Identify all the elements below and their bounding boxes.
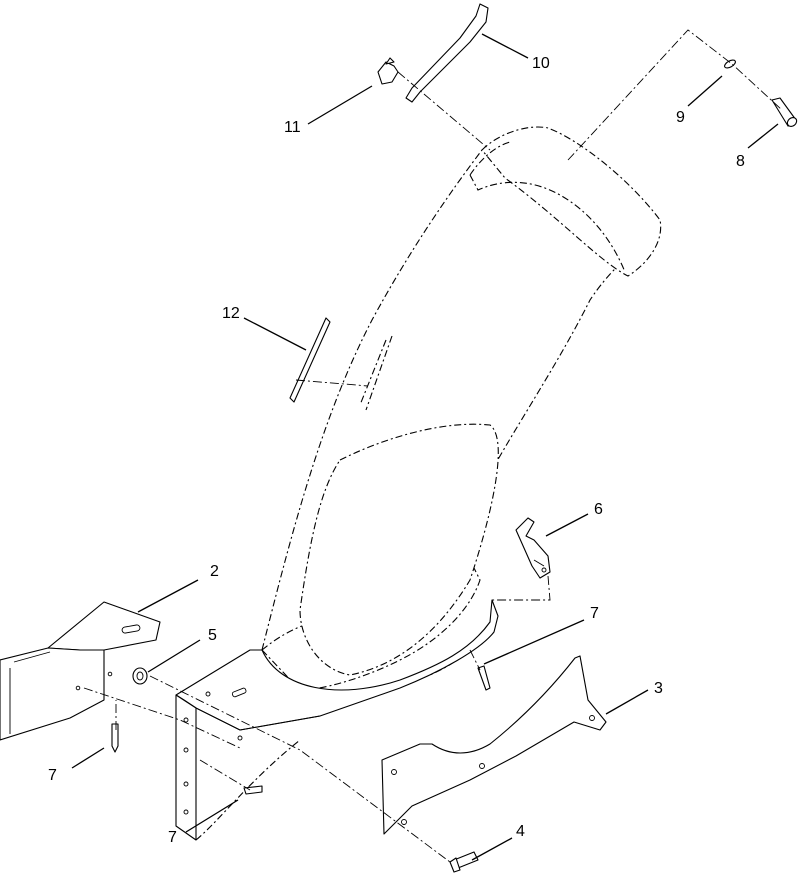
- callout-6: 6: [594, 501, 603, 518]
- part-8-bolt: [771, 97, 798, 127]
- callout-9: 9: [676, 109, 685, 126]
- assembly-lines: [83, 29, 783, 863]
- part-6-latch: [515, 517, 551, 579]
- part-3-side-plate: [381, 655, 607, 835]
- part-5-nut: [132, 667, 148, 685]
- part-4-bolt: [449, 851, 479, 873]
- callout-7-right: 7: [590, 605, 599, 622]
- callout-12: 12: [222, 305, 240, 322]
- callout-10: 10: [532, 55, 550, 72]
- callout-4: 4: [516, 823, 525, 840]
- callout-3: 3: [654, 680, 663, 697]
- callout-5: 5: [208, 627, 217, 644]
- part-10-strap: [405, 3, 489, 103]
- callout-7-bottom: 7: [168, 829, 177, 846]
- callout-labels: 2 3 4 5 6 7 7 7 8 9 10 11 12: [48, 55, 745, 846]
- part-7-pins: [111, 665, 491, 795]
- callout-11: 11: [284, 119, 301, 136]
- callout-7-left: 7: [48, 767, 57, 784]
- mounting-base: [175, 599, 499, 841]
- callout-8: 8: [736, 153, 745, 170]
- part-2-guard-bracket: [0, 601, 161, 741]
- discharge-chute: [257, 126, 662, 695]
- callout-2: 2: [210, 563, 219, 580]
- part-11-wing-nut: [377, 57, 399, 85]
- leader-lines: [71, 33, 779, 861]
- part-9-washer: [724, 59, 736, 69]
- part-12-decal: [289, 317, 331, 403]
